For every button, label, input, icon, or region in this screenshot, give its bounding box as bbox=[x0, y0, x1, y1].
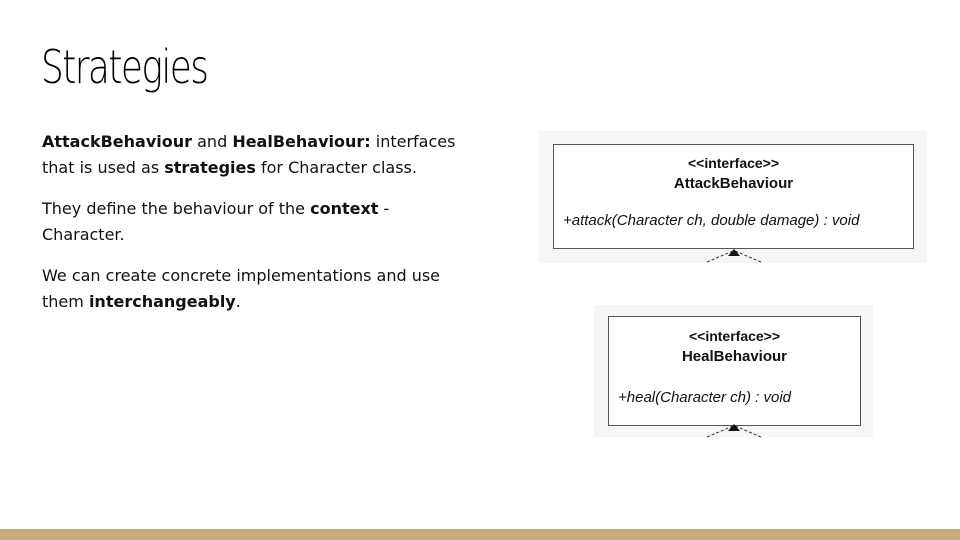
interface-method: +attack(Character ch, double damage) : v… bbox=[563, 212, 860, 229]
text-run: They define the behaviour of the bbox=[42, 199, 311, 218]
text-run: interchangeably bbox=[88, 292, 236, 311]
text-run: context bbox=[310, 199, 379, 218]
paragraph-2: They define the behaviour of the context… bbox=[42, 196, 462, 248]
text-run: interfaces that is used as bbox=[42, 132, 456, 177]
realization-arrow-icon bbox=[706, 249, 762, 263]
footer-accent-bar bbox=[0, 529, 960, 540]
heal-behaviour-interface-box: <<interface>> HealBehaviour +heal(Charac… bbox=[608, 316, 861, 426]
text-run: HealBehaviour: bbox=[232, 132, 371, 151]
stereotype-label: <<interface>> bbox=[687, 155, 780, 171]
slide-body: AttackBehaviour and HealBehaviour: inter… bbox=[42, 129, 462, 330]
stereotype-label: <<interface>> bbox=[688, 328, 781, 344]
text-run: and bbox=[192, 132, 233, 151]
paragraph-3: We can create concrete implementations a… bbox=[42, 263, 462, 315]
slide-title: Strategies bbox=[41, 40, 209, 94]
text-run: - Character. bbox=[42, 199, 390, 244]
attack-behaviour-interface-box: <<interface>> AttackBehaviour +attack(Ch… bbox=[553, 144, 914, 249]
heal-diagram-image: <<interface>> HealBehaviour +heal(Charac… bbox=[594, 305, 873, 438]
interface-method: +heal(Character ch) : void bbox=[618, 389, 791, 406]
realization-arrow-icon bbox=[706, 424, 762, 438]
text-run: . bbox=[235, 292, 241, 311]
paragraph-1: AttackBehaviour and HealBehaviour: inter… bbox=[42, 129, 462, 181]
attack-diagram-image: <<interface>> AttackBehaviour +attack(Ch… bbox=[539, 131, 927, 263]
text-run: AttackBehaviour bbox=[42, 132, 193, 151]
interface-name: AttackBehaviour bbox=[673, 175, 794, 192]
text-run: We can create concrete implementations a… bbox=[42, 266, 441, 311]
text-run: strategies bbox=[164, 158, 256, 177]
text-run: for Character class. bbox=[255, 158, 417, 177]
interface-name: HealBehaviour bbox=[681, 348, 788, 365]
